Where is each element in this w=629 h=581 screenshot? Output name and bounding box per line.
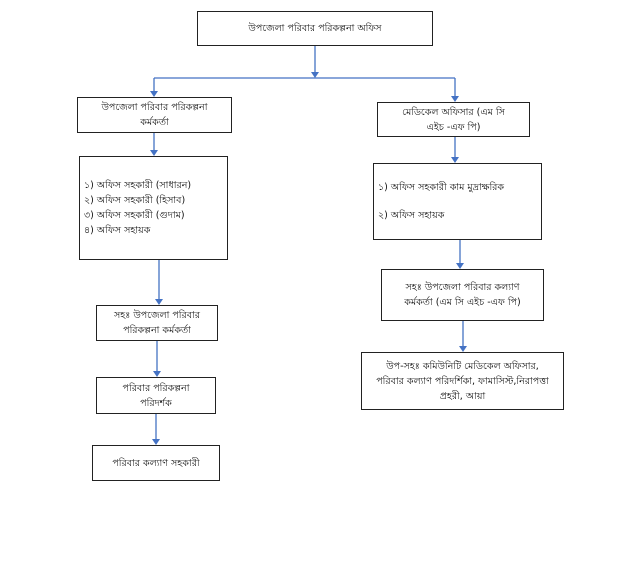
- arrowhead-left-inspector: [153, 371, 161, 377]
- node-text-line: পরিকল্পনা কর্মকর্তা: [123, 325, 191, 336]
- node-upazila-family-planning-office: উপজেলা পরিবার পরিকল্পনা অফিস: [197, 11, 433, 46]
- arrowhead-right-staff: [451, 157, 459, 163]
- node-right-office-staff: ১) অফিস সহকারী কাম মুদ্রাক্ষরিক ২) অফিস …: [373, 163, 542, 240]
- arrowhead-top: [311, 72, 319, 78]
- node-assistant-family-planning-officer: সহঃ উপজেলা পরিবার পরিকল্পনা কর্মকর্তা: [96, 305, 218, 341]
- node-text-line: এইচ -এফ পি): [426, 121, 481, 133]
- node-text-line: পরিদর্শক: [140, 397, 172, 409]
- arrowhead-right-field: [459, 346, 467, 352]
- node-text-line: ২) অফিস সহকারী (হিসাব): [84, 195, 186, 206]
- node-text-line: উপ-সহঃ কমিউনিটি মেডিকেল অফিসার,: [386, 360, 539, 372]
- node-text-line: সহঃ উপজেলা পরিবার কল্যাণ: [405, 282, 520, 293]
- node-text-line: প্রহরী, আয়া: [439, 390, 486, 402]
- node-text-line: ৪) অফিস সহায়ক: [84, 225, 151, 236]
- node-assistant-family-welfare-officer: সহঃ উপজেলা পরিবার কল্যাণ কর্মকর্তা (এম স…: [381, 269, 544, 321]
- node-text-line: উপজেলা পরিবার পরিকল্পনা অফিস: [248, 23, 382, 34]
- node-text-line: পরিবার কল্যাণ সহকারী: [112, 457, 200, 469]
- arrowhead-left-staff: [150, 150, 158, 156]
- node-text-line: ৩) অফিস সহকারী (গুদাম): [84, 210, 185, 221]
- node-upazila-family-planning-officer: উপজেলা পরিবার পরিকল্পনা কর্মকর্তা: [77, 97, 232, 133]
- node-text-line: ১) অফিস সহকারী কাম মুদ্রাক্ষরিক: [378, 182, 505, 193]
- node-family-welfare-assistant: পরিবার কল্যাণ সহকারী: [92, 445, 220, 481]
- node-text-line: কর্মকর্তা: [140, 117, 169, 128]
- arrowhead-left-head: [150, 91, 158, 97]
- node-text-line: পরিবার কল্যাণ পরিদর্শিকা, ফামাসিস্ট,নিরা…: [376, 375, 549, 387]
- node-community-medical-field-staff: উপ-সহঃ কমিউনিটি মেডিকেল অফিসার, পরিবার ক…: [361, 352, 564, 410]
- arrowhead-right-head: [451, 96, 459, 102]
- node-text-line: ১) অফিস সহকারী (সাধারন): [84, 180, 192, 191]
- arrowhead-left-assistant: [155, 299, 163, 305]
- node-text-line: মেডিকেল অফিসার (এম সি: [402, 106, 505, 118]
- node-text-line: সহঃ উপজেলা পরিবার: [113, 310, 201, 321]
- node-medical-officer-mch-fp: মেডিকেল অফিসার (এম সি এইচ -এফ পি): [377, 102, 530, 137]
- node-text-line: উপজেলা পরিবার পরিকল্পনা: [101, 102, 208, 113]
- node-family-planning-inspector: পরিবার পরিকল্পনা পরিদর্শক: [96, 377, 216, 414]
- node-text-line: কর্মকর্তা (এম সি এইচ -এফ পি): [404, 297, 521, 308]
- arrowhead-left-welfare: [152, 439, 160, 445]
- node-text-line: পরিবার পরিকল্পনা: [122, 382, 190, 394]
- node-text-line: ২) অফিস সহায়ক: [378, 210, 445, 221]
- node-left-office-staff: ১) অফিস সহকারী (সাধারন) ২) অফিস সহকারী (…: [79, 156, 228, 260]
- arrowhead-right-assistant: [456, 263, 464, 269]
